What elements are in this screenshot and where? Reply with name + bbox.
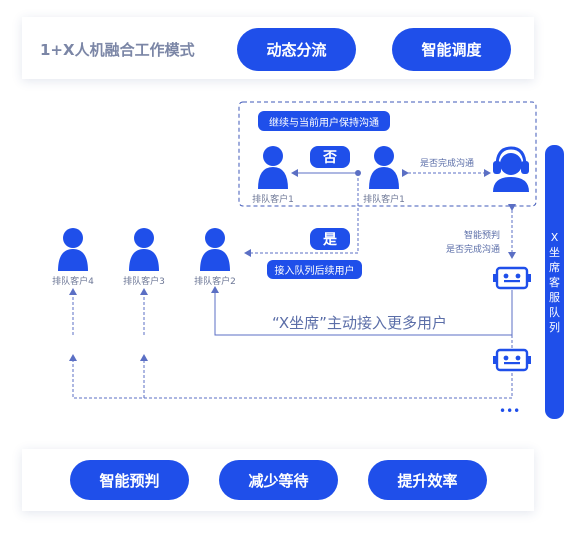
no-tag: 否 [310,146,350,168]
yes-tag: 是 [310,228,350,250]
join-queue-banner: 接入队列后续用户 [267,260,362,279]
x-agent-queue: X 坐 席 客 服 队 列 [545,145,564,419]
customer-label: 排队客户3 [123,277,165,287]
customer-label: 排队客户4 [52,277,94,287]
customer-icon [258,146,288,189]
customer-icon [200,228,230,271]
customer-label: 排队客户2 [194,277,236,287]
smart-predict-label: 是否完成沟通 [445,245,500,255]
lower-flow-line [69,354,513,399]
dynamic-routing-button[interactable]: 动态分流 [237,28,356,71]
robot-icon [493,266,531,290]
queue-char: 列 [549,320,560,334]
queue-char: 服 [549,290,560,304]
customer-icon [58,228,88,271]
queue-char: 队 [549,305,560,319]
queue-char: X [550,230,559,244]
agent-dashed-box [238,101,537,207]
customer-icon [369,146,399,189]
smart-predict-button[interactable]: 智能预判 [70,460,189,500]
page-title: 1+X人机融合工作模式 [40,41,195,59]
queue-char: 客 [549,275,560,289]
more-dots: ••• [499,404,521,418]
yes-path [244,173,359,257]
smart-predict-label: 智能预判 [463,231,500,241]
queue-char: 席 [549,260,560,274]
keep-communicating-banner: 继续与当前用户保持沟通 [258,111,390,131]
customer-label: 排队客户1 [252,195,294,205]
smart-scheduling-button[interactable]: 智能调度 [392,28,511,71]
robot-icon [493,348,531,372]
agent-headset-icon [493,146,529,192]
customer-label: 排队客户1 [363,195,405,205]
improve-efficiency-button[interactable]: 提升效率 [368,460,487,500]
proactive-flow-text: “X坐席”主动接入更多用户 [272,314,447,332]
reduce-wait-button[interactable]: 减少等待 [219,460,338,500]
customer-icon [129,228,159,271]
queue-char: 坐 [549,245,560,259]
communication-done-label: 是否完成沟通 [419,159,474,169]
